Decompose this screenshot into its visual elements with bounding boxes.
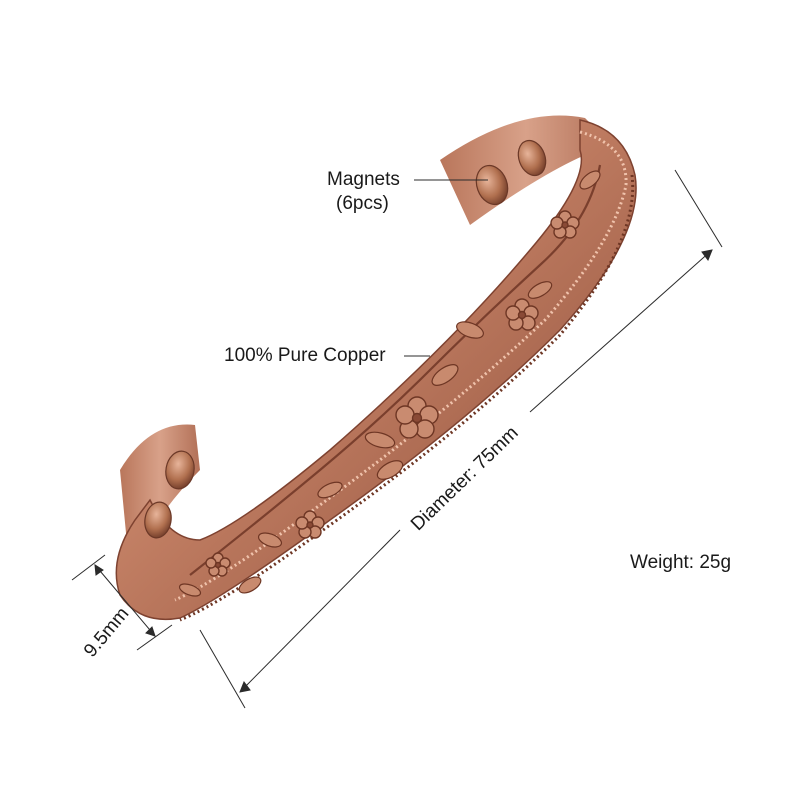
weight-label: Weight: 25g [630, 552, 732, 573]
flower-engraving-icon [205, 210, 580, 577]
width-dimension-line [71, 554, 173, 651]
material-label: 100% Pure Copper [224, 345, 386, 366]
magnets-count: (6pcs) [336, 193, 389, 214]
diameter-dimension-line [199, 169, 723, 709]
leaf-engraving [178, 170, 601, 597]
vine-engraving [189, 164, 602, 576]
magnet-icon [144, 139, 547, 539]
magnets-label: Magnets [327, 169, 400, 190]
